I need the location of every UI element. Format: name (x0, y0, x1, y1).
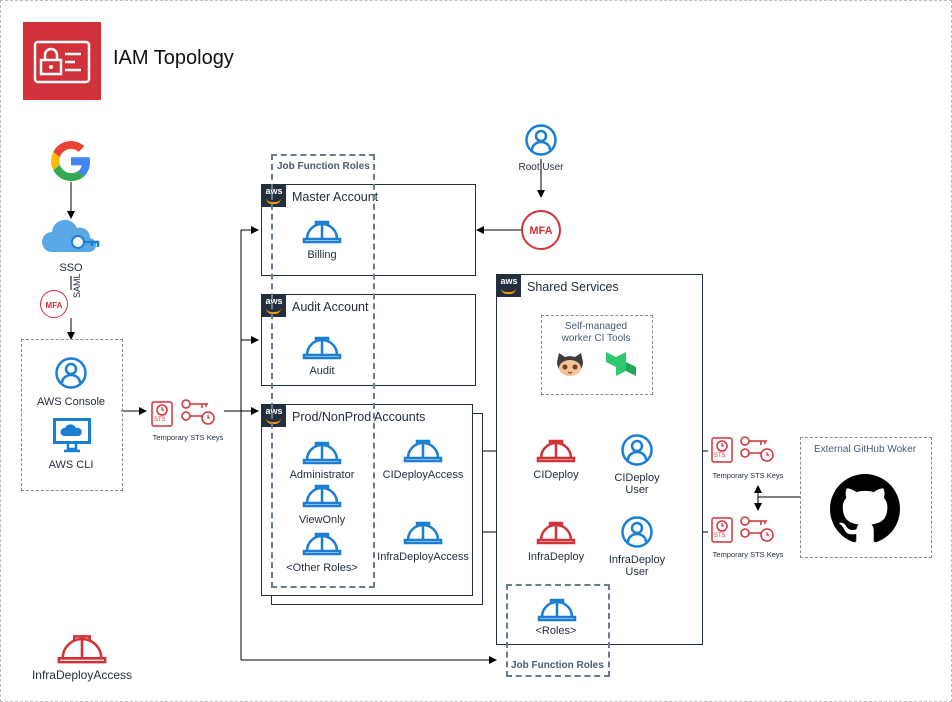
ci-tools-line2: worker CI Tools (561, 333, 631, 344)
temporary-keys-icon (180, 396, 216, 431)
root-user-label: Root User (518, 162, 564, 173)
cideploy-role-label: CIDeploy (533, 469, 579, 481)
monitor-cloud-icon (52, 417, 92, 458)
sso-cloud-key-icon (40, 216, 104, 261)
temporary-sts-keys-label: Temporary STS Keys (152, 433, 224, 442)
buildkite-icon (604, 350, 640, 383)
administrator-role-label: Administrator (289, 469, 355, 481)
temporary-sts-keys-label: Temporary STS Keys (712, 550, 784, 559)
legend-label: InfraDeployAccess (31, 668, 133, 682)
infradeploy-access-label: InfraDeployAccess (377, 551, 469, 563)
infradeploy-user-icon (621, 516, 653, 553)
sts-badge-text: STS (714, 533, 726, 539)
prod-account-box: aws Prod/NonProd Accounts (261, 404, 473, 596)
clients-group (21, 339, 123, 491)
master-account-title: Master Account (292, 190, 379, 204)
mfa-small-icon: MFA (40, 290, 68, 318)
hard-hat-icon (302, 481, 342, 514)
aws-logo-icon: aws (497, 275, 521, 297)
mfa-label: MFA (529, 225, 553, 237)
hard-hat-icon (403, 436, 443, 469)
root-user-icon (525, 124, 557, 161)
shared-services-title: Shared Services (527, 280, 619, 294)
aws-logo-icon: aws (262, 185, 286, 207)
sts-badge-text: STS (714, 453, 726, 459)
hard-hat-icon (302, 333, 342, 366)
audit-account-box: aws Audit Account (261, 294, 476, 386)
sts-token-icon (711, 517, 733, 548)
ci-tools-group (541, 315, 653, 395)
cideploy-user-icon (621, 434, 653, 471)
infradeploy-user-label-1: InfraDeploy (608, 554, 666, 566)
infradeploy-role-label: InfraDeploy (527, 551, 585, 563)
cideploy-user-label-2: User (625, 484, 649, 496)
billing-role-label: Billing (307, 249, 337, 261)
job-function-roles-bottom-group (506, 584, 610, 677)
aws-cli-label: AWS CLI (48, 459, 94, 471)
github-icon (830, 474, 900, 549)
job-function-roles-title: Job Function Roles (277, 161, 370, 172)
infradeploy-user-label-2: User (625, 566, 649, 578)
infradeploy-role-icon (536, 518, 576, 551)
ci-tools-line1: Self-managed (564, 321, 628, 332)
other-roles-label: <Other Roles> (286, 562, 358, 574)
sso-label: SSO (59, 262, 83, 274)
temporary-keys-icon (739, 433, 775, 468)
sts-badge-text: STS (154, 417, 166, 423)
hard-hat-icon (302, 217, 342, 250)
mfa-small-label: MFA (45, 301, 63, 310)
external-github-worker-group (800, 437, 932, 558)
master-account-box: aws Master Account (261, 184, 476, 276)
aws-logo-icon: aws (262, 405, 286, 427)
iam-logo-icon (23, 22, 101, 100)
sts-token-icon (711, 437, 733, 468)
page-title: IAM Topology (113, 47, 234, 69)
audit-account-title: Audit Account (292, 300, 369, 314)
hard-hat-icon (302, 438, 342, 471)
cideploy-user-label-1: CIDeploy (614, 472, 660, 484)
shared-services-box: aws Shared Services (496, 274, 703, 645)
hard-hat-icon (537, 595, 577, 628)
google-icon (46, 136, 96, 191)
cideploy-access-label: CIDeployAccess (382, 469, 464, 481)
user-icon (55, 357, 87, 394)
aws-logo-icon: aws (262, 295, 286, 317)
legend-hard-hat-icon (55, 630, 109, 671)
cideploy-role-icon (536, 436, 576, 469)
job-function-roles-bottom-title: Job Function Roles (511, 660, 604, 671)
viewonly-role-label: ViewOnly (298, 514, 346, 526)
temporary-sts-keys-label: Temporary STS Keys (712, 471, 784, 480)
aws-console-label: AWS Console (36, 396, 106, 408)
hard-hat-icon (403, 518, 443, 551)
temporary-keys-icon (739, 513, 775, 548)
sts-token-icon (151, 401, 173, 432)
octocat-icon (553, 350, 587, 385)
mfa-icon: MFA (521, 210, 561, 250)
roles-placeholder-label: <Roles> (535, 625, 577, 637)
external-github-worker-label: External GitHub Woker (813, 444, 917, 455)
hard-hat-icon (302, 529, 342, 562)
saml-label: SAML (72, 273, 82, 298)
prod-account-title: Prod/NonProd Accounts (292, 410, 426, 424)
job-function-roles-group (271, 154, 375, 588)
audit-role-label: Audit (309, 365, 335, 377)
